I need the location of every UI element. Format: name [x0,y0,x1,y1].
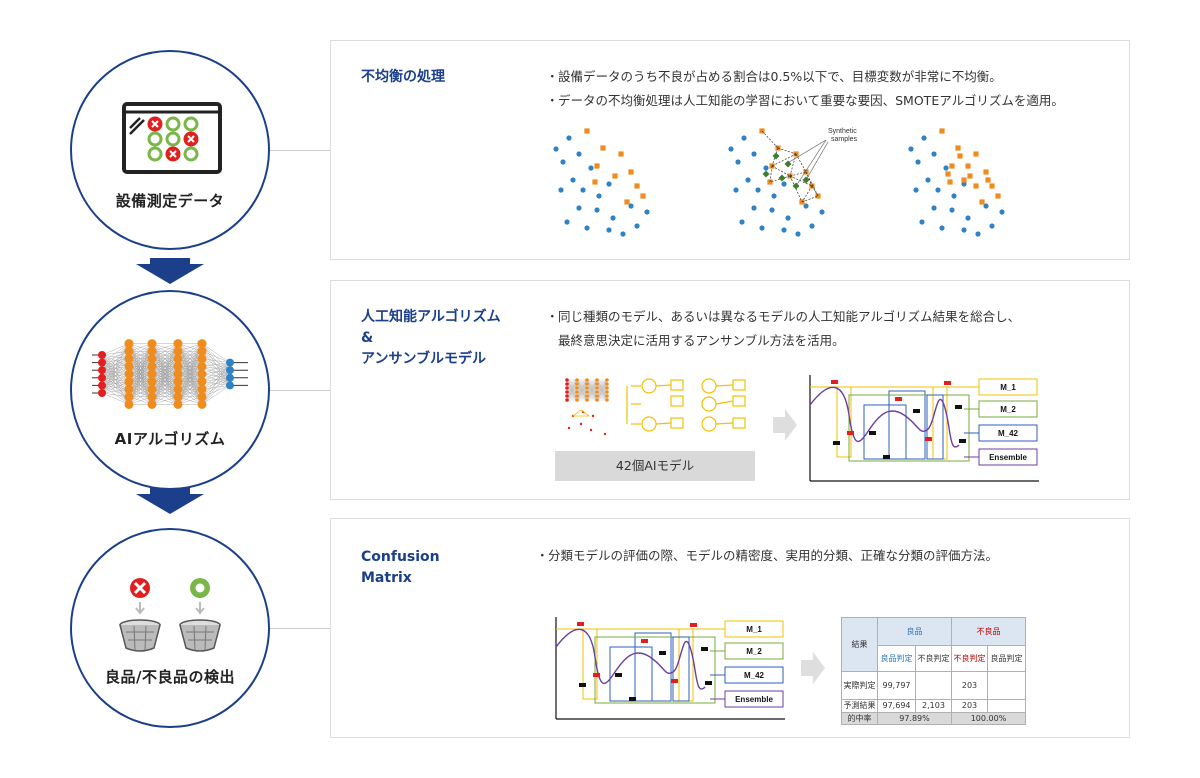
cm-cell: 2,103 [915,699,952,713]
synthetic-label: samples [831,136,858,143]
cm-row-label: 的中率 [841,712,878,725]
cm-cell: 97.89% [877,712,952,725]
cm-header-bad: 不良品 [951,617,1026,646]
panel-confusion-matrix: Confusion Matrix ・分類モデルの評価の際、モデルの精密度、実用的… [330,518,1130,738]
cm-subheader: 不良判定 [951,645,988,672]
cm-cell: 203 [951,671,988,700]
cm-row-label: 実際判定 [841,671,878,700]
right-arrow-icon [801,652,825,684]
legend-label: M_2 [746,647,762,656]
right-arrow-icon [773,409,797,441]
down-arrow-icon [136,258,204,284]
panel-ensemble: 人工知能アルゴリズム & アンサンブルモデル ・同じ種類のモデル、あるいは異なる… [330,280,1130,500]
bullet-text: ・分類モデルの評価の際、モデルの精密度、実用的分類、正確な分類の評価方法。 [536,548,999,563]
connector-line [270,628,330,629]
bullet-text: ・同じ種類のモデル、あるいは異なるモデルの人工知能アルゴリズム結果を総合し、 [546,309,1021,324]
cm-cell: 97,694 [877,699,916,713]
ai-models-illustration [565,378,746,436]
model-count-box: 42個AIモデル [555,451,755,481]
monitor-grid-icon [122,102,222,174]
cm-cell [987,671,1026,700]
step-label: AIアルゴリズム [114,430,226,448]
step-label: 良品/不良品の検出 [105,668,235,686]
synthetic-label: Synthetic [828,128,857,135]
scatter-resampled [908,128,1005,237]
neural-network-icon [92,339,248,409]
cm-row-label: 予測結果 [841,699,878,713]
cm-cell: 99,797 [877,671,916,700]
step-circle-defect-detection: 良品/不良品の検出 [70,528,270,728]
panel-title: 人工知能アルゴリズム & アンサンブルモデル [361,309,501,367]
cm-corner: 結果 [841,617,878,672]
cm-subheader: 不良判定 [915,645,952,672]
legend-label: M_2 [1000,405,1016,414]
bullet-text: ・データの不均衡処理は人工知能の学習において重要な要因、SMOTEアルゴリズムを… [546,93,1064,108]
step-circle-measurement-data: 設備測定データ [70,50,270,250]
cm-cell: 100.00% [951,712,1026,725]
connector-line [270,150,330,151]
cm-cell: 203 [951,699,988,713]
cm-subheader: 良品判定 [987,645,1026,672]
panel-title: Confusion Matrix [361,549,440,586]
cm-cell [987,699,1026,713]
bullet-text: 最終意思決定に活用するアンサンブル方法を活用。 [558,333,845,348]
cm-cell [915,671,952,700]
panel-imbalance: 不均衡の処理 ・設備データのうち不良が占める割合は0.5%以下で、目標変数が非常… [330,40,1130,260]
legend-label: Ensemble [989,453,1027,462]
smote-scatter-diagram: Synthetic samples [553,128,1005,237]
inspection-buckets-icon [119,578,221,652]
legend-label: M_42 [998,429,1019,438]
scatter-original [553,128,650,237]
legend-label: M_1 [746,625,762,634]
step-circle-ai-algorithm: AIアルゴリズム [70,290,270,490]
connector-line [270,390,330,391]
step-label: 設備測定データ [115,192,225,210]
scatter-synthetic [728,128,829,237]
legend-label: M_42 [744,671,765,680]
cm-subheader: 良品判定 [877,645,916,672]
confusion-matrix-table: 結果 良品 不良品 良品判定 不良判定 不良判定 良品判定 実際判定 99,79… [841,617,1026,725]
down-arrow-icon [136,488,204,514]
legend-label: M_1 [1000,383,1016,392]
legend-label: Ensemble [735,695,773,704]
bullet-text: ・設備データのうち不良が占める割合は0.5%以下で、目標変数が非常に不均衡。 [546,69,1002,84]
panel-title: 不均衡の処理 [361,69,445,85]
cm-header-good: 良品 [877,617,952,646]
